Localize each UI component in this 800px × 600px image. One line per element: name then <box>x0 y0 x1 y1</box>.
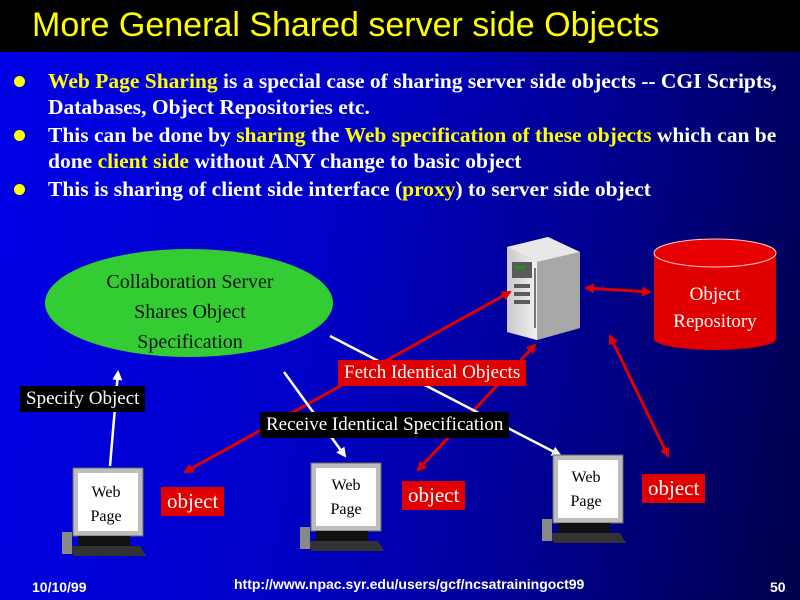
arrow-repository-client3 <box>608 334 670 458</box>
highlighted-text: Web specification of these objects <box>344 123 652 147</box>
computer-icon <box>300 462 384 551</box>
collab-line-2: Shares Object <box>134 301 246 323</box>
title-bar: More General Shared server side Objects <box>0 0 800 52</box>
object-label: object <box>161 487 225 516</box>
repository-label: Object Repository <box>654 281 776 335</box>
page-title: More General Shared server side Objects <box>32 6 660 44</box>
collab-line-1: Collaboration Server <box>106 271 274 293</box>
web-page-line-1: Web <box>571 469 601 486</box>
repository-line-2: Repository <box>673 311 757 332</box>
bullet-text: This can be done by sharing the Web spec… <box>48 123 776 173</box>
server-icon <box>507 237 580 340</box>
highlighted-text: sharing <box>236 123 306 147</box>
specify-object-label: Specify Object <box>20 386 146 412</box>
bullet-dot-icon <box>14 76 25 87</box>
footer-date: 10/10/99 <box>32 579 87 595</box>
highlighted-text: proxy <box>402 177 456 201</box>
web-page-label: Web Page <box>78 481 134 529</box>
bullet-3: This is sharing of client side interface… <box>12 176 792 202</box>
repository-cylinder <box>653 238 777 350</box>
receive-specification-label: Receive Identical Specification <box>260 412 510 438</box>
object-label: object <box>402 481 466 510</box>
computer-icon <box>542 454 626 543</box>
object-label: object <box>642 474 706 503</box>
footer-url: http://www.npac.syr.edu/users/gcf/ncsatr… <box>234 576 585 592</box>
fetch-objects-label: Fetch Identical Objects <box>338 360 527 386</box>
bullet-text-segment: which can be done <box>48 123 777 173</box>
highlighted-text: Web Page Sharing <box>48 69 218 93</box>
bullet-text-segment: This is sharing of client side interface… <box>48 177 403 201</box>
arrow-server-repository <box>584 283 652 297</box>
computer-icon <box>62 467 146 556</box>
bullet-text-segment: ) to server side object <box>455 177 651 201</box>
bullet-dot-icon <box>14 130 25 141</box>
bullet-1: Web Page Sharing is a special case of sh… <box>12 68 792 120</box>
page-number: 50 <box>770 579 786 595</box>
repository-line-1: Object <box>689 284 741 305</box>
web-page-line-2: Page <box>90 508 122 525</box>
bullet-text-segment: without ANY change to basic object <box>188 149 522 173</box>
collab-line-3: Specification <box>137 331 243 353</box>
bullet-text-segment: This can be done by <box>48 123 237 147</box>
bullet-list: Web Page Sharing is a special case of sh… <box>12 68 792 204</box>
bullet-text: This is sharing of client side interface… <box>48 177 651 201</box>
web-page-label: Web Page <box>558 466 614 514</box>
bullet-2: This can be done by sharing the Web spec… <box>12 122 792 174</box>
web-page-line-1: Web <box>331 477 361 494</box>
highlighted-text: client side <box>97 149 189 173</box>
bullet-text-segment: is a special case of sharing server side… <box>48 69 777 119</box>
web-page-label: Web Page <box>316 474 376 522</box>
web-page-line-2: Page <box>330 501 362 518</box>
arrow-collab-client3 <box>329 334 562 457</box>
bullet-text-segment: the <box>305 123 345 147</box>
collab-server-label: Collaboration Server Shares Object Speci… <box>50 267 330 357</box>
bullet-dot-icon <box>14 184 25 195</box>
web-page-line-2: Page <box>570 493 602 510</box>
bullet-text: Web Page Sharing is a special case of sh… <box>48 69 777 119</box>
web-page-line-1: Web <box>91 484 121 501</box>
